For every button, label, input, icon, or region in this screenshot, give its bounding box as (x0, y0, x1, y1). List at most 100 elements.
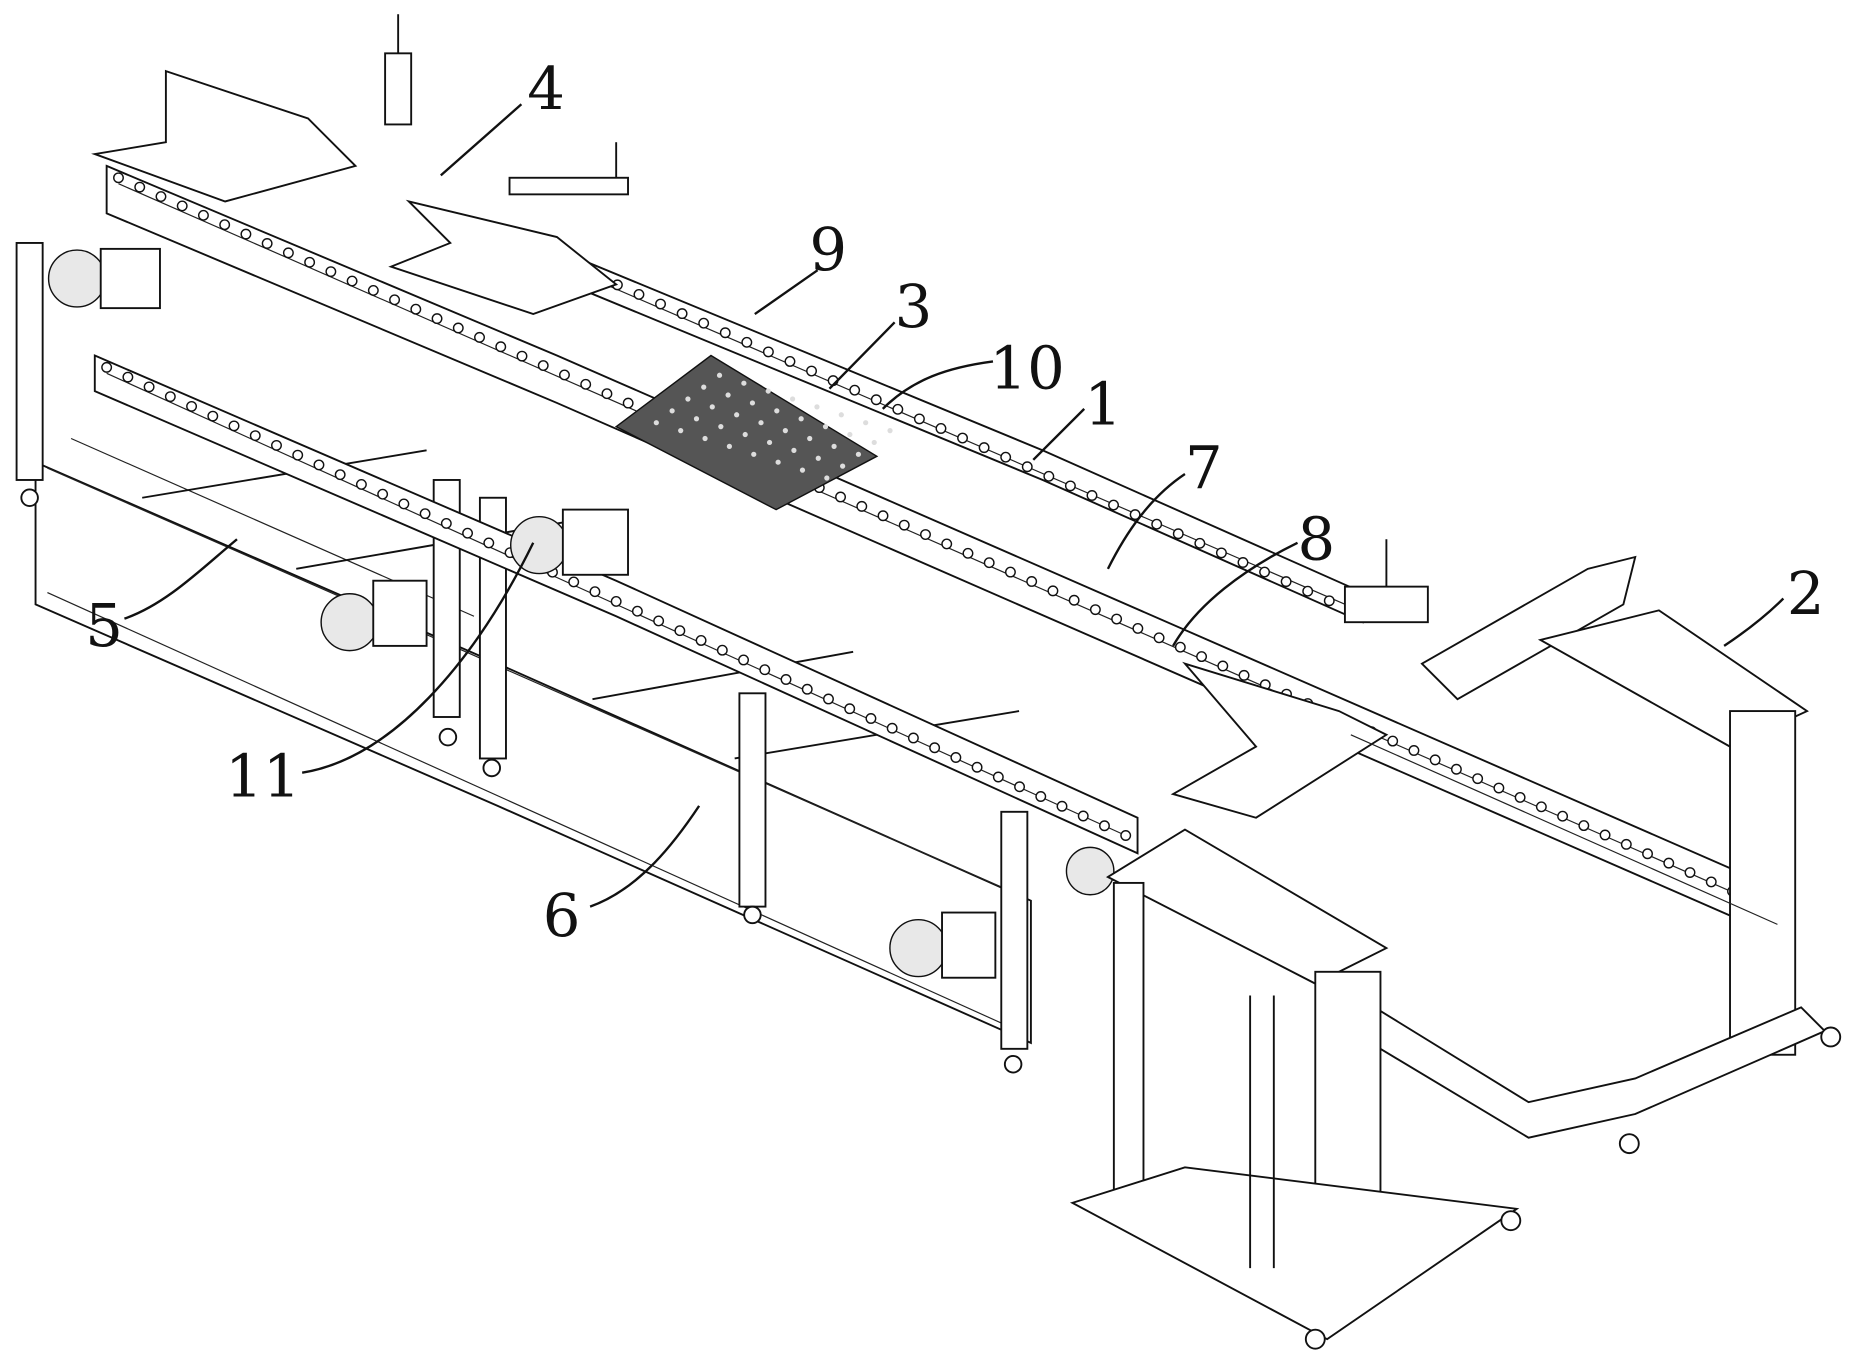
label-2: 2 (1787, 559, 1825, 628)
chain-roller (984, 558, 993, 567)
chain-roller (560, 370, 569, 379)
chain-roller (102, 363, 111, 372)
chain-roller (293, 450, 302, 459)
pallet-hole (758, 420, 763, 425)
chain-roller (442, 519, 451, 528)
chain-roller (220, 220, 229, 229)
chain-roller (517, 351, 526, 360)
pallet-hole (863, 420, 868, 425)
chain-roller (915, 414, 924, 423)
chain-roller (845, 704, 854, 713)
chain-roller (1152, 519, 1161, 528)
chain-roller (357, 480, 366, 489)
pallet-hole (823, 424, 828, 429)
chain-roller (1707, 877, 1716, 886)
label-1: 1 (1084, 369, 1122, 438)
label-7: 7 (1185, 433, 1223, 502)
chain-roller (1057, 802, 1066, 811)
chain-roller (114, 173, 123, 182)
chain-roller (1303, 586, 1312, 595)
chain-roller (187, 402, 196, 411)
chain-roller (942, 539, 951, 548)
label-9: 9 (809, 215, 847, 284)
chain-roller (1109, 500, 1118, 509)
chain-roller (1537, 802, 1546, 811)
chain-roller (1260, 567, 1269, 576)
chain-roller (887, 723, 896, 732)
chain-roller (262, 239, 271, 248)
label-10: 10 (989, 334, 1064, 403)
chain-roller (378, 489, 387, 498)
pallet-hole (840, 464, 845, 469)
chain-roller (963, 549, 972, 558)
chain-roller (866, 714, 875, 723)
chain-roller (135, 182, 144, 191)
pallet-hole (725, 392, 730, 397)
chain-roller (1452, 765, 1461, 774)
chain-roller (803, 684, 812, 693)
chain-roller (411, 304, 420, 313)
chain-roller (1036, 792, 1045, 801)
chain-roller (1133, 624, 1142, 633)
chain-roller (1112, 614, 1121, 623)
chain-roller (569, 577, 578, 586)
pallet-hole (743, 432, 748, 437)
chain-roller (1643, 849, 1652, 858)
pallet-hole (791, 448, 796, 453)
pallet-hole (685, 396, 690, 401)
chain-roller (475, 333, 484, 342)
chain-roller (538, 361, 547, 370)
chain-roller (166, 392, 175, 401)
chain-roller (675, 626, 684, 635)
chain-roller (1195, 539, 1204, 548)
chain-roller (241, 229, 250, 238)
pallet-hole (717, 373, 722, 378)
chain-roller (156, 192, 165, 201)
chain-roller (893, 405, 902, 414)
chain-roller (144, 382, 153, 391)
chain-roller (1069, 596, 1078, 605)
chain-roller (824, 694, 833, 703)
chain-roller (1121, 831, 1130, 840)
chain-roller (1091, 605, 1100, 614)
chain-roller (1281, 577, 1290, 586)
pallet-hole (767, 440, 772, 445)
pallet-hole (654, 420, 659, 425)
chain-roller (696, 636, 705, 645)
chain-roller (909, 733, 918, 742)
chain-roller (284, 248, 293, 257)
chain-roller (420, 509, 429, 518)
pallet-hole (839, 412, 844, 417)
chain-roller (721, 328, 730, 337)
pallet-hole (800, 467, 805, 472)
chain-roller (326, 267, 335, 276)
chain-roller (1044, 472, 1053, 481)
chain-roller (1430, 755, 1439, 764)
pallet-hole (887, 428, 892, 433)
chain-roller (590, 587, 599, 596)
pallet-hole (670, 408, 675, 413)
chain-roller (1176, 642, 1185, 651)
chain-roller (1154, 633, 1163, 642)
chain-roller (718, 645, 727, 654)
pallet-hole (741, 381, 746, 386)
pallet-hole (766, 388, 771, 393)
chain-roller (1409, 746, 1418, 755)
pallet-hole (678, 428, 683, 433)
chain-roller (1579, 821, 1588, 830)
chain-roller (1685, 868, 1694, 877)
label-5: 5 (85, 591, 123, 660)
label-4: 4 (527, 54, 565, 123)
label-8: 8 (1298, 504, 1336, 573)
chain-roller (1622, 840, 1631, 849)
chain-roller (633, 606, 642, 615)
chain-roller (399, 499, 408, 508)
chain-roller (742, 338, 751, 347)
pallet-hole (750, 400, 755, 405)
chain-roller (781, 675, 790, 684)
chain-roller (123, 372, 132, 381)
chain-roller (314, 460, 323, 469)
pallet-hole (872, 440, 877, 445)
chain-roller (369, 286, 378, 295)
chain-roller (1388, 736, 1397, 745)
